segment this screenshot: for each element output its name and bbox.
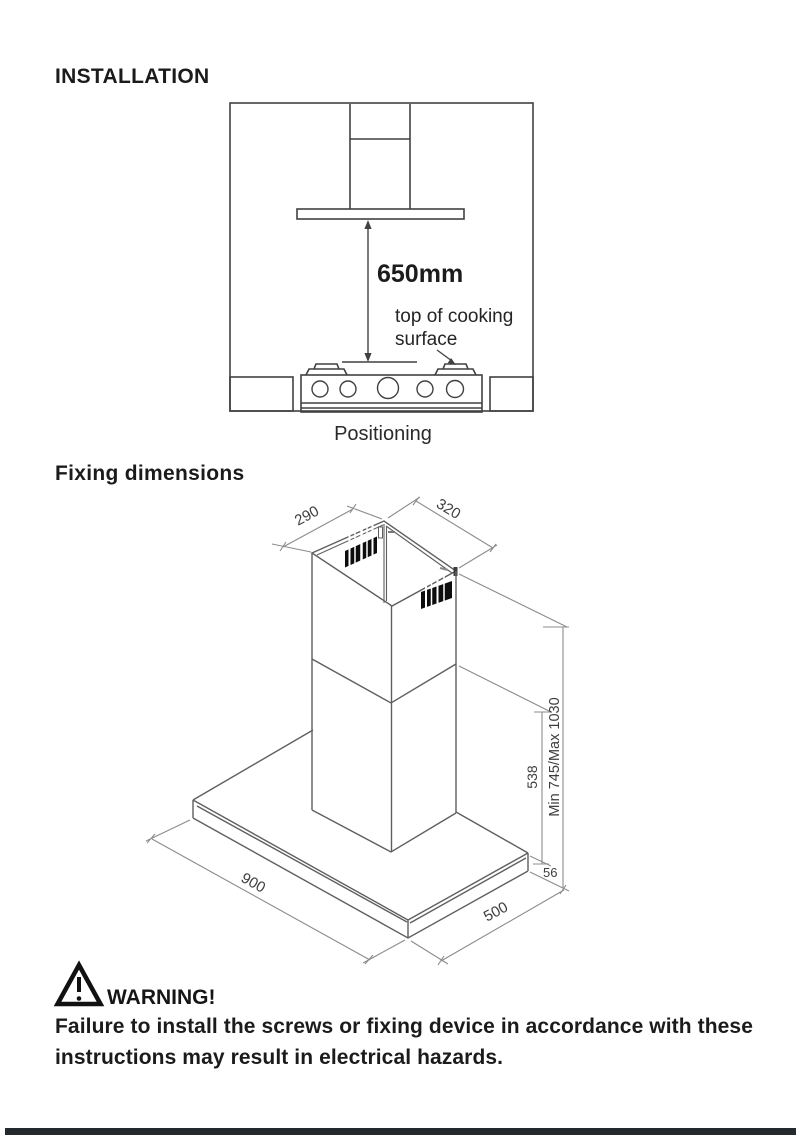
- fixing-diagram: [192, 520, 529, 939]
- vent-slots-right: [421, 572, 452, 612]
- hood-canopy-front: [296, 208, 465, 220]
- warning-triangle-icon: [53, 960, 105, 1007]
- dim-top-width-label: 290: [292, 503, 322, 530]
- clearance-label: 650mm: [377, 260, 463, 288]
- surface-pointer-arrow: [436, 349, 456, 365]
- burner-right: [434, 363, 477, 376]
- warning-title: WARNING!: [107, 986, 216, 1009]
- cabinet-right: [489, 376, 534, 412]
- dim-290-lines: [271, 503, 383, 553]
- wall-outline: [229, 102, 534, 412]
- dim-900-lines: [145, 819, 406, 965]
- positioning-diagram: 650mm top of cooking surface: [229, 102, 534, 413]
- chimney-duct-front: [349, 104, 411, 209]
- fixing-dimensions-heading: Fixing dimensions: [55, 462, 245, 485]
- knob: [445, 379, 465, 399]
- knob: [339, 380, 357, 398]
- dimension-lines: [145, 496, 570, 966]
- dim-canopy-thickness-label: 56: [543, 865, 557, 880]
- surface-note-line1: top of cooking: [395, 306, 513, 327]
- knob: [416, 380, 434, 398]
- bracket-mark-right: [439, 567, 449, 571]
- knob: [376, 376, 400, 400]
- dim-height-range-label: Min 745/Max 1030: [547, 697, 563, 816]
- burner-left: [305, 363, 348, 376]
- page-title: INSTALLATION: [55, 65, 210, 88]
- knob: [311, 380, 329, 398]
- clearance-arrow: [364, 220, 372, 362]
- canopy-slab: [192, 729, 529, 939]
- positioning-caption: Positioning: [334, 423, 432, 445]
- chimney-body: [311, 553, 457, 853]
- cooktop-trim-lines: [301, 402, 482, 409]
- dim-320-lines: [387, 496, 498, 569]
- dim-538-lines: [458, 665, 552, 867]
- dim-height-range-lines: [458, 573, 570, 892]
- fixing-bracket-back: [378, 526, 383, 539]
- cabinet-left: [229, 376, 294, 412]
- surface-note-line2: surface: [395, 329, 457, 350]
- dim-canopy-depth-label: 500: [481, 899, 511, 926]
- warning-body: Failure to install the screws or fixing …: [55, 1015, 753, 1069]
- vent-slots-left: [345, 525, 377, 570]
- dim-500-lines: [410, 884, 567, 966]
- dim-canopy-width-label: 900: [238, 870, 268, 897]
- cooktop-knobs: [311, 376, 465, 400]
- dim-top-depth-label: 320: [433, 495, 463, 522]
- cooktop-body: [300, 374, 483, 413]
- dim-chimney-lower-label: 538: [524, 765, 540, 789]
- footer-rule: [5, 1128, 796, 1135]
